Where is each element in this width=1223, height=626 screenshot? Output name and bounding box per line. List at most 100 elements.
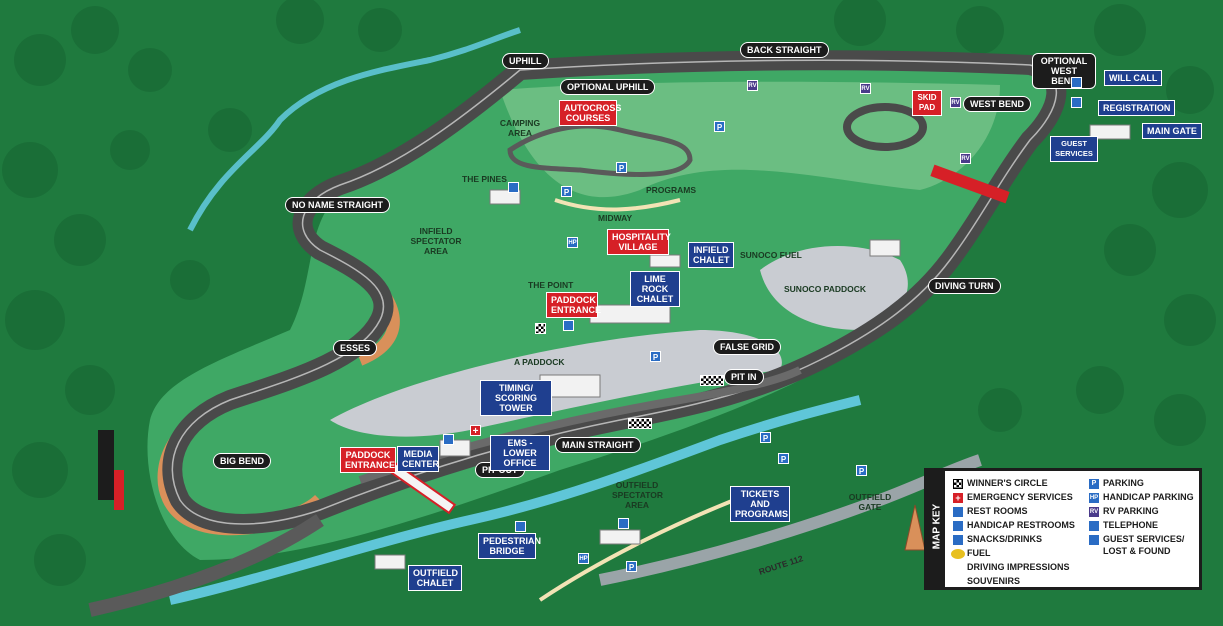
track-edge xyxy=(171,59,1058,525)
rv-parking-icon: RV xyxy=(860,83,871,94)
winners-circle-icon xyxy=(700,375,724,386)
handicap-parking-icon: HP xyxy=(567,237,578,248)
parking-icon: P xyxy=(760,432,771,443)
billboard xyxy=(98,430,114,500)
stream xyxy=(187,27,521,232)
map-key: MAP KEY WINNER'S CIRCLE + EMERGENCY SERV… xyxy=(924,468,1202,590)
label-uphill: UPHILL xyxy=(502,53,549,69)
legend-item: RV PARKING xyxy=(1103,506,1159,516)
billboard-red xyxy=(114,470,124,510)
exit-road xyxy=(88,514,324,617)
legend-item: HANDICAP PARKING xyxy=(1103,492,1194,502)
label-tickets-programs: TICKETS AND PROGRAMS xyxy=(730,486,790,522)
winners-circle-icon xyxy=(535,323,546,334)
winners-circle-icon xyxy=(953,479,963,489)
rest-rooms-icon xyxy=(508,182,519,193)
label-optional-uphill: OPTIONAL UPHILL xyxy=(560,79,656,95)
handicap-parking-icon: HP xyxy=(578,553,589,564)
parking-icon: P xyxy=(616,162,627,173)
legend-item: HANDICAP RESTROOMS xyxy=(967,520,1075,530)
label-outfield-chalet: OUTFIELD CHALET xyxy=(408,565,462,591)
legend-item: SOUVENIRS xyxy=(967,576,1021,586)
sunoco-paddock-area xyxy=(760,246,908,330)
legend-item: SNACKS/DRINKS xyxy=(967,534,1043,544)
label-ems-office: EMS - LOWER OFFICE xyxy=(490,435,550,471)
legend-item: LOST & FOUND xyxy=(1103,546,1171,556)
telephone-icon xyxy=(443,434,454,445)
fuel-icon xyxy=(951,549,965,559)
label-lime-rock-chalet: LIME ROCK CHALET xyxy=(630,271,680,307)
label-camping-area: CAMPING AREA xyxy=(499,118,541,138)
buildings xyxy=(374,124,1131,570)
parking-icon: P xyxy=(650,351,661,362)
label-infield-chalet: INFIELD CHALET xyxy=(688,242,734,268)
label-main-straight: MAIN STRAIGHT xyxy=(555,437,641,453)
parking-icon: P xyxy=(1089,479,1099,489)
rest-rooms-icon xyxy=(618,518,629,529)
guest-services-icon xyxy=(1089,535,1099,545)
label-outfield-gate: OUTFIELD GATE xyxy=(848,492,892,512)
legend-item: TELEPHONE xyxy=(1103,520,1159,530)
label-paddock-entrance-top: PADDOCK ENTRANCE xyxy=(546,292,601,318)
legend-item: FUEL xyxy=(967,548,991,558)
label-big-bend: BIG BEND xyxy=(213,453,272,469)
label-diving-turn: DIVING TURN xyxy=(928,278,1001,294)
snacks-drinks-icon xyxy=(953,535,963,545)
label-outfield-spectator: OUTFIELD SPECTATOR AREA xyxy=(612,480,664,510)
label-paddock-entrance-bottom: PADDOCK ENTRANCE xyxy=(340,447,396,473)
rest-rooms-icon xyxy=(515,521,526,532)
label-hospitality-village: HOSPITALITY VILLAGE xyxy=(607,229,671,255)
label-programs: PROGRAMS xyxy=(646,185,697,195)
label-main-gate: MAIN GATE xyxy=(1142,123,1202,139)
label-autocross: AUTOCROSS COURSES xyxy=(559,100,621,126)
rv-parking-icon: RV xyxy=(950,97,961,108)
label-esses: ESSES xyxy=(333,340,378,356)
label-pit-in: PIT IN xyxy=(724,369,764,385)
river xyxy=(168,395,862,605)
label-a-paddock: A PADDOCK xyxy=(514,357,565,367)
label-back-straight: BACK STRAIGHT xyxy=(740,42,829,58)
skid-pad xyxy=(843,103,927,151)
parking-icon: P xyxy=(714,121,725,132)
label-no-name-straight: NO NAME STRAIGHT xyxy=(285,197,390,213)
label-infield-spectator: INFIELD SPECTATOR AREA xyxy=(410,226,462,256)
label-will-call: WILL CALL xyxy=(1104,70,1163,86)
legend-item: REST ROOMS xyxy=(967,506,1028,516)
rv-parking-icon: RV xyxy=(960,153,971,164)
label-media-center: MEDIA CENTER xyxy=(397,446,439,472)
outfield-tower xyxy=(904,504,926,551)
label-sunoco-paddock: SUNOCO PADDOCK xyxy=(784,284,867,294)
rv-parking-icon: RV xyxy=(747,80,758,91)
label-west-bend: WEST BEND xyxy=(963,96,1031,112)
rv-parking-icon: RV xyxy=(1089,507,1099,517)
legend-item: GUEST SERVICES/ xyxy=(1103,534,1185,544)
label-registration: REGISTRATION xyxy=(1098,100,1176,116)
label-pedestrian-bridge: PEDESTRIAN BRIDGE xyxy=(478,533,541,559)
emergency-services-icon: + xyxy=(953,493,963,503)
legend-item: PARKING xyxy=(1103,478,1144,488)
label-timing-tower: TIMING/ SCORING TOWER xyxy=(480,380,552,416)
label-the-point: THE POINT xyxy=(528,280,574,290)
handicap-parking-icon: HP xyxy=(1089,493,1099,503)
map-key-title: MAP KEY xyxy=(931,503,943,550)
walk-path xyxy=(554,198,681,212)
rest-rooms-icon xyxy=(953,507,963,517)
telephone-icon xyxy=(1071,97,1082,108)
map-key-title-bar: MAP KEY xyxy=(927,471,945,587)
label-midway: MIDWAY xyxy=(598,213,633,223)
tree-texture xyxy=(2,0,1216,586)
rest-rooms-icon xyxy=(563,320,574,331)
winners-circle-icon xyxy=(628,418,652,429)
parking-icon: P xyxy=(626,561,637,572)
label-false-grid: FALSE GRID xyxy=(713,339,782,355)
legend-item: DRIVING IMPRESSIONS xyxy=(967,562,1070,572)
label-the-pines: THE PINES xyxy=(462,174,507,184)
label-skid-pad: SKID PAD xyxy=(912,90,942,116)
label-guest-services: GUEST SERVICES xyxy=(1050,136,1098,162)
emergency-services-icon: + xyxy=(470,425,481,437)
telephone-icon xyxy=(1089,521,1099,531)
label-optional-west-bend: OPTIONAL WEST BEND xyxy=(1032,53,1096,89)
parking-icon: P xyxy=(856,465,867,476)
parking-icon: P xyxy=(778,453,789,464)
label-sunoco-fuel: SUNOCO FUEL xyxy=(740,250,802,260)
